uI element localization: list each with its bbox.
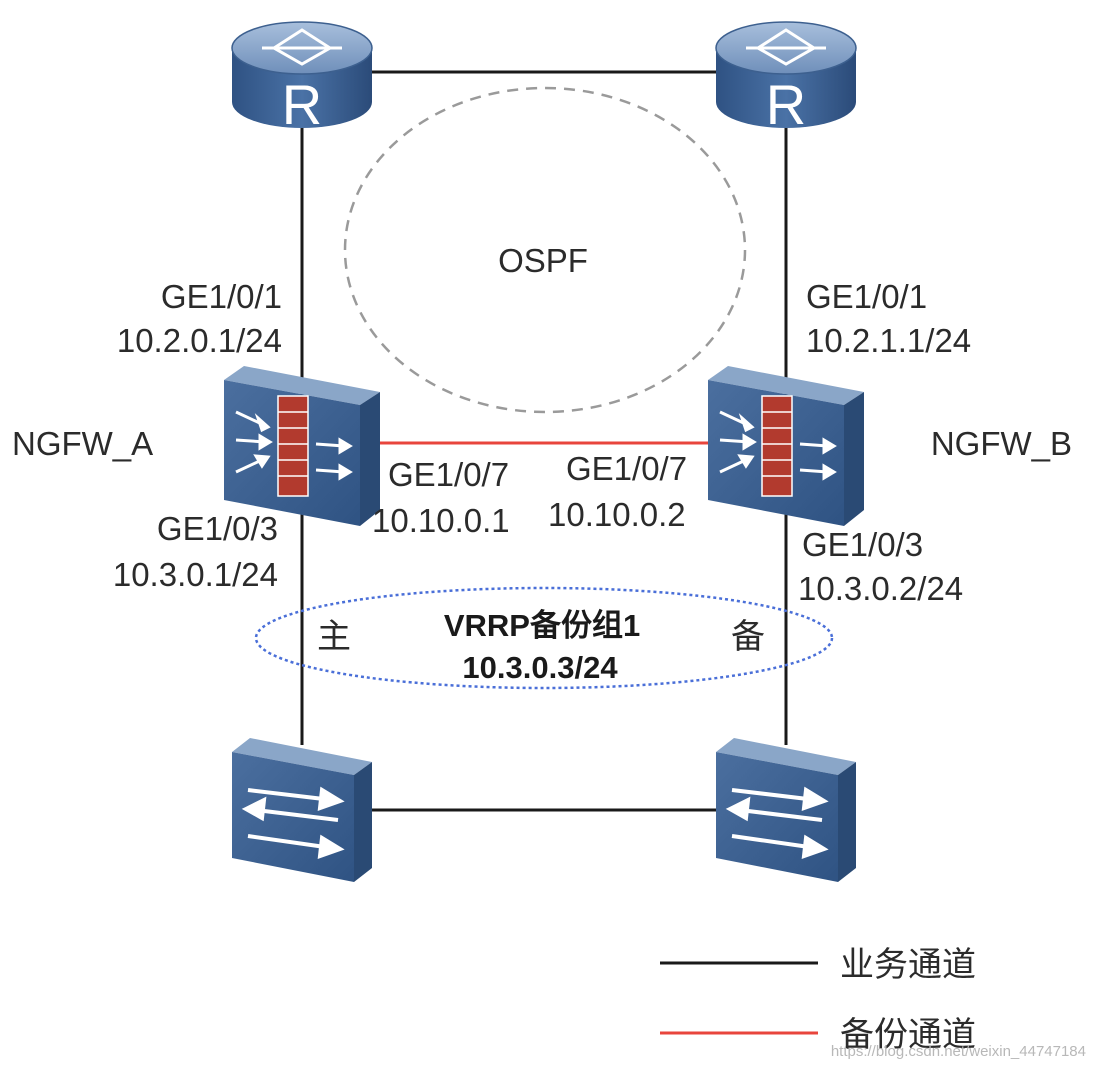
router-arrows-icon — [746, 28, 826, 66]
ngfw-b-down-ip: 10.3.0.2/24 — [798, 570, 963, 607]
legend-service-label: 业务通道 — [840, 945, 976, 985]
legend: 业务通道 备份通道 — [660, 945, 976, 1055]
vrrp-master-role: 主 — [317, 617, 351, 657]
router-letter: R — [282, 73, 322, 136]
switch-left — [232, 738, 372, 882]
firewall-ngfw-b — [708, 366, 864, 526]
ngfw-b-uplink-ip: 10.2.1.1/24 — [806, 322, 971, 359]
traffic-arrows-icon — [235, 410, 353, 481]
switch-right — [716, 738, 856, 882]
vrrp-backup-role: 备 — [731, 617, 765, 657]
firewall-ngfw-a — [224, 366, 380, 526]
ngfw-b-hb-ip: 10.10.0.2 — [548, 496, 686, 533]
ngfw-a-hb-ip: 10.10.0.1 — [372, 502, 510, 539]
ngfw-a-hb-port: GE1/0/7 — [388, 456, 509, 493]
ngfw-b-hb-port: GE1/0/7 — [566, 450, 687, 487]
vrrp-virtual-ip: 10.3.0.3/24 — [462, 650, 618, 685]
ngfw-a-name: NGFW_A — [12, 425, 153, 462]
ospf-area-circle — [343, 86, 747, 414]
router-left: R — [231, 21, 373, 136]
ngfw-b-name: NGFW_B — [931, 425, 1072, 462]
ngfw-b-uplink-port: GE1/0/1 — [806, 278, 927, 315]
vrrp-group-ellipse — [254, 586, 834, 690]
firewall-brick-icon — [761, 395, 793, 497]
ngfw-a-uplink-ip: 10.2.0.1/24 — [117, 322, 282, 359]
switch-arrows-icon — [725, 786, 829, 859]
router-right: R — [715, 21, 857, 136]
ngfw-b-down-port: GE1/0/3 — [802, 526, 923, 563]
traffic-arrows-icon — [719, 410, 837, 481]
router-arrows-icon — [262, 28, 342, 66]
switch-arrows-icon — [241, 786, 345, 859]
ospf-label: OSPF — [498, 242, 588, 279]
firewall-brick-icon — [277, 395, 309, 497]
watermark: https://blog.csdn.net/weixin_44747184 — [831, 1043, 1086, 1060]
ngfw-a-uplink-port: GE1/0/1 — [161, 278, 282, 315]
ngfw-a-down-port: GE1/0/3 — [157, 510, 278, 547]
ngfw-a-down-ip: 10.3.0.1/24 — [113, 556, 278, 593]
vrrp-group-name: VRRP备份组1 — [444, 608, 640, 643]
router-letter: R — [766, 73, 806, 136]
legend-backup-label: 备份通道 — [840, 1015, 976, 1055]
